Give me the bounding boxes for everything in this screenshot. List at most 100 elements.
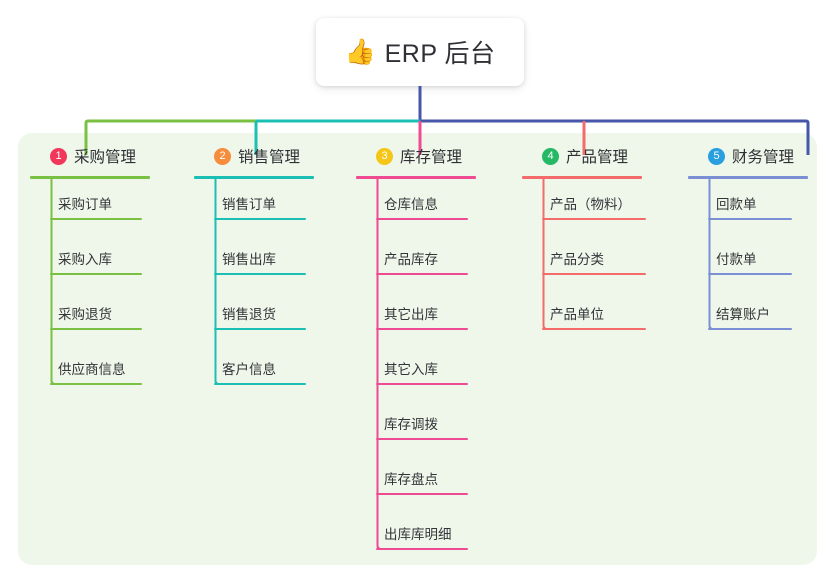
list-item-label: 产品分类 [550, 252, 604, 267]
list-item-label: 采购入库 [58, 252, 112, 267]
list-item-rule [376, 218, 468, 220]
list-item-rule [50, 383, 142, 385]
column-items: 销售订单销售出库销售退货客户信息 [194, 179, 322, 399]
column-spine [542, 179, 546, 329]
column-header-rule [688, 176, 808, 179]
column-title: 产品管理 [566, 149, 629, 166]
list-item-label: 其它出库 [384, 307, 438, 322]
list-item-label: 销售出库 [222, 252, 276, 267]
list-item-label: 库存调拨 [384, 417, 438, 432]
list-item-label: 采购订单 [58, 197, 112, 212]
list-item[interactable]: 客户信息 [194, 344, 322, 399]
column-header-3[interactable]: 3 库存管理 [356, 145, 484, 167]
list-item[interactable]: 销售出库 [194, 234, 322, 289]
column-items: 采购订单采购入库采购退货供应商信息 [30, 179, 158, 399]
list-item-rule [50, 328, 142, 330]
list-item-label: 产品单位 [550, 307, 604, 322]
list-item-label: 供应商信息 [58, 362, 126, 377]
list-item[interactable]: 采购退货 [30, 289, 158, 344]
column-title: 库存管理 [400, 149, 463, 166]
column-badge-icon: 3 [376, 147, 393, 165]
list-item[interactable]: 产品库存 [356, 234, 484, 289]
column-badge-icon: 4 [542, 147, 559, 165]
list-item-label: 出库库明细 [384, 527, 452, 542]
root-node-card[interactable]: 👍 ERP 后台 [316, 18, 524, 86]
column-items: 仓库信息产品库存其它出库其它入库库存调拨库存盘点出库库明细 [356, 179, 484, 564]
column-5: 5 财务管理回款单付款单结算账户 [688, 145, 816, 344]
column-spine [50, 179, 54, 384]
list-item-rule [376, 328, 468, 330]
list-item-rule [708, 218, 792, 220]
list-item-rule [708, 273, 792, 275]
list-item[interactable]: 销售退货 [194, 289, 322, 344]
thumbs-up-icon: 👍 [344, 37, 376, 66]
list-item[interactable]: 产品（物料） [522, 179, 650, 234]
list-item-rule [376, 383, 468, 385]
column-spine [708, 179, 712, 329]
column-spine [376, 179, 380, 549]
column-items: 回款单付款单结算账户 [688, 179, 816, 344]
column-badge-icon: 5 [708, 147, 725, 165]
list-item-rule [542, 218, 646, 220]
list-item-label: 库存盘点 [384, 472, 438, 487]
list-item-rule [214, 218, 306, 220]
list-item[interactable]: 库存调拨 [356, 399, 484, 454]
list-item-rule [376, 548, 468, 550]
list-item[interactable]: 其它出库 [356, 289, 484, 344]
list-item-label: 客户信息 [222, 362, 276, 377]
column-3: 3 库存管理仓库信息产品库存其它出库其它入库库存调拨库存盘点出库库明细 [356, 145, 484, 564]
column-header-4[interactable]: 4 产品管理 [522, 145, 650, 167]
list-item[interactable]: 回款单 [688, 179, 816, 234]
list-item-label: 产品库存 [384, 252, 438, 267]
list-item-label: 仓库信息 [384, 197, 438, 212]
column-header-rule [194, 176, 314, 179]
list-item-label: 销售订单 [222, 197, 276, 212]
column-title: 财务管理 [732, 149, 795, 166]
list-item-rule [708, 328, 792, 330]
list-item-label: 产品（物料） [550, 197, 631, 212]
list-item[interactable]: 出库库明细 [356, 509, 484, 564]
list-item-label: 销售退货 [222, 307, 276, 322]
list-item[interactable]: 销售订单 [194, 179, 322, 234]
list-item-rule [376, 438, 468, 440]
column-4: 4 产品管理产品（物料） 产品分类产品单位 [522, 145, 650, 344]
list-item-label: 回款单 [716, 197, 757, 212]
list-item[interactable]: 结算账户 [688, 289, 816, 344]
list-item-label: 付款单 [716, 252, 757, 267]
list-item-label: 其它入库 [384, 362, 438, 377]
column-header-rule [522, 176, 642, 179]
column-header-rule [356, 176, 476, 179]
page-title: ERP 后台 [384, 40, 496, 68]
list-item-rule [542, 273, 646, 275]
list-item-rule [214, 328, 306, 330]
list-item[interactable]: 仓库信息 [356, 179, 484, 234]
list-item[interactable]: 供应商信息 [30, 344, 158, 399]
list-item-rule [50, 218, 142, 220]
column-badge-icon: 1 [50, 147, 67, 165]
column-title: 采购管理 [74, 149, 137, 166]
list-item-rule [50, 273, 142, 275]
list-item[interactable]: 采购订单 [30, 179, 158, 234]
column-header-5[interactable]: 5 财务管理 [688, 145, 816, 167]
list-item[interactable]: 其它入库 [356, 344, 484, 399]
column-1: 1 采购管理采购订单采购入库采购退货供应商信息 [30, 145, 158, 399]
list-item-label: 采购退货 [58, 307, 112, 322]
list-item-rule [542, 328, 646, 330]
column-header-rule [30, 176, 150, 179]
column-spine [214, 179, 218, 384]
list-item[interactable]: 库存盘点 [356, 454, 484, 509]
column-header-1[interactable]: 1 采购管理 [30, 145, 158, 167]
column-title: 销售管理 [238, 149, 301, 166]
list-item[interactable]: 产品分类 [522, 234, 650, 289]
list-item[interactable]: 产品单位 [522, 289, 650, 344]
list-item-rule [376, 493, 468, 495]
list-item[interactable]: 付款单 [688, 234, 816, 289]
list-item-rule [214, 383, 306, 385]
column-items: 产品（物料） 产品分类产品单位 [522, 179, 650, 344]
list-item-rule [376, 273, 468, 275]
list-item[interactable]: 采购入库 [30, 234, 158, 289]
list-item-rule [214, 273, 306, 275]
